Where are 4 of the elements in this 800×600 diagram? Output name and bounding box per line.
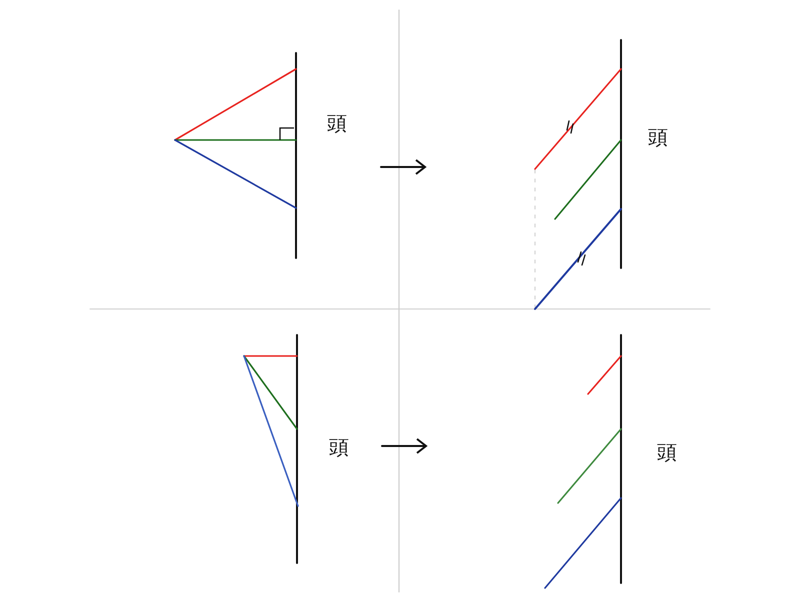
head-label: 頭 <box>329 436 349 458</box>
head-label: 頭 <box>327 112 347 134</box>
head-label: 頭 <box>648 126 668 148</box>
head-label: 頭 <box>657 441 677 463</box>
